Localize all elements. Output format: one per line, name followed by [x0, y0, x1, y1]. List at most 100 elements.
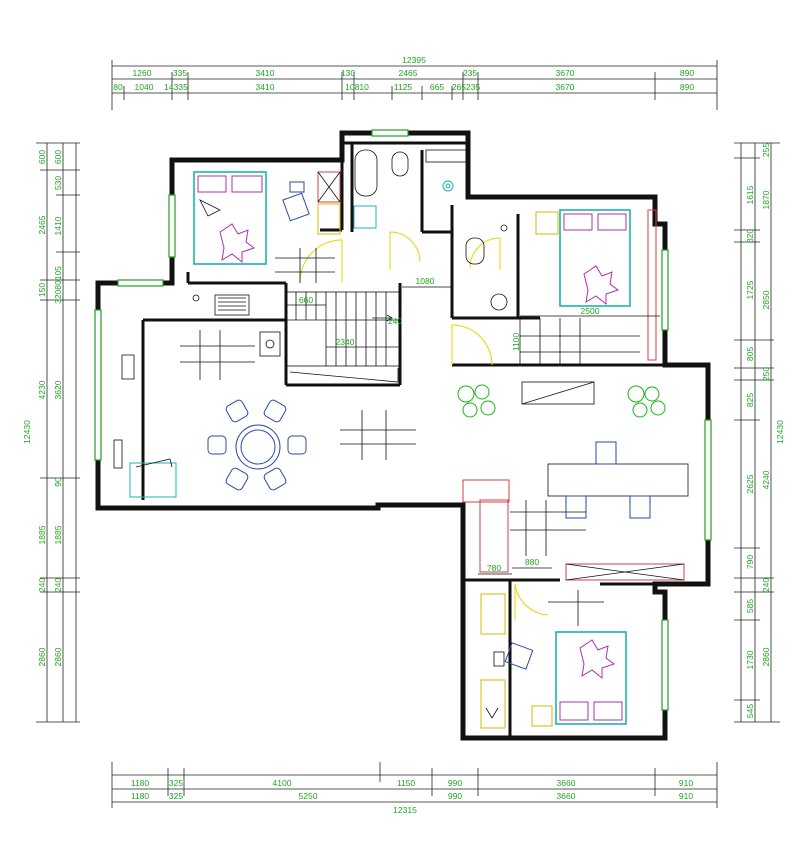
left-dim-4: 4230	[37, 380, 47, 399]
right-dim2-4: 805	[745, 347, 755, 361]
right-dim-4: 250	[761, 367, 771, 381]
chair-icon	[287, 435, 307, 455]
sideboard	[521, 381, 595, 405]
dim-240: 240	[388, 316, 402, 326]
bathtub	[354, 149, 378, 197]
right-dim2-5: 825	[745, 393, 755, 407]
left-dim-1: 600	[37, 150, 47, 164]
tv-cabinet	[129, 462, 177, 498]
windows	[94, 129, 712, 711]
top-row1-labels: 1260 335 3410 130 2465 235 3670 890	[133, 68, 695, 78]
right-row2-labels: 1615 820 1725 805 825 2625 790 585 1730 …	[745, 185, 755, 718]
top-total: 12395	[402, 55, 426, 65]
right-dim2-8: 585	[745, 599, 755, 613]
bottom-dim-4: 1150	[397, 778, 416, 788]
right-dim-6: 240	[761, 578, 771, 592]
top-dim-8: 890	[680, 68, 694, 78]
staircase	[285, 291, 401, 383]
left-dim-2: 2465	[37, 215, 47, 234]
left-dim2-4: 32080105	[53, 266, 63, 304]
right-dim-5: 4240	[761, 470, 771, 489]
left-dim2-6: 90	[53, 477, 63, 487]
door-bedroom3	[514, 583, 549, 620]
chair-icon	[225, 399, 249, 423]
bottom-row1-labels: 1180 325 4100 1150 990 3660 910	[131, 778, 694, 788]
top-dim-3: 3410	[256, 68, 275, 78]
flower-icon	[219, 223, 256, 264]
wardrobe-1	[317, 171, 341, 203]
bed-3	[555, 631, 627, 725]
left-total: 12430	[22, 420, 32, 444]
window-bedroom2	[661, 249, 669, 331]
toilet-2	[465, 237, 485, 265]
dim-1080: 1080	[416, 276, 435, 286]
bedroom-1	[193, 171, 341, 283]
chair-icon	[263, 467, 287, 491]
dim-2340: 2340	[336, 337, 355, 347]
top-dim2-3: 14335	[164, 82, 188, 92]
ceiling-grid-3	[548, 590, 604, 626]
top-dim-2: 335	[173, 68, 187, 78]
door-bedroom2	[451, 324, 493, 366]
left-dim2-2: 530	[53, 176, 63, 190]
top-dim2-2: 1040	[135, 82, 154, 92]
bottom-dim2-6: 910	[679, 791, 693, 801]
wardrobe-2	[647, 209, 657, 361]
right-dim2-1: 1615	[745, 185, 755, 204]
flower-icon	[579, 639, 616, 680]
study-cabinet	[565, 563, 685, 581]
bathroom-1	[353, 149, 467, 229]
top-dimension-lines	[111, 60, 718, 110]
door-bath2	[469, 237, 501, 270]
wardrobe-3	[480, 593, 506, 635]
left-dim2-5: 3620	[53, 380, 63, 399]
top-dim2-6: 1125	[394, 82, 413, 92]
left-dim2-9: 2860	[53, 647, 63, 666]
top-dim-1: 1260	[133, 68, 152, 78]
chair-icon	[263, 399, 287, 423]
bathroom-2	[465, 211, 559, 311]
right-dim2-7: 790	[745, 555, 755, 569]
interior-walls	[141, 133, 665, 738]
right-dim2-2: 820	[745, 229, 755, 243]
right-dimension-lines	[734, 142, 780, 723]
bedroom-3	[480, 590, 627, 729]
bottom-dim-3: 4100	[273, 778, 292, 788]
plant-icon	[457, 384, 666, 418]
left-row1-labels: 600 2465 150 4230 1885 240 2860	[37, 150, 47, 667]
window-living	[94, 309, 102, 461]
right-total: 12430	[775, 420, 785, 444]
bottom-dim-6: 3660	[557, 778, 576, 788]
left-dim-3: 150	[37, 283, 47, 297]
top-dim-4: 130	[341, 68, 355, 78]
chair-icon	[629, 495, 651, 519]
window-bedroom1	[168, 194, 176, 258]
right-dim2-6: 2625	[745, 474, 755, 493]
window-living-top	[117, 279, 164, 287]
bottom-row2-labels: 1180 325 5250 990 3660 910	[131, 791, 694, 801]
interior-dimension-labels: 1080 660 240 2340 2500 1100 780 880	[287, 276, 660, 575]
window-top-bath	[371, 129, 409, 137]
top-row2-labels: 80 1040 14335 3410 10810 1125 665 265235…	[113, 82, 694, 92]
chair-icon	[225, 467, 249, 491]
dim-660: 660	[299, 295, 313, 305]
left-dim-5: 1885	[37, 525, 47, 544]
right-row1-labels: 255 1870 2850 250 4240 240 2860	[761, 143, 771, 667]
bottom-dim-1: 1180	[131, 778, 150, 788]
left-dim-6: 240	[37, 578, 47, 592]
right-dim2-9: 1730	[745, 650, 755, 669]
top-dim2-9: 3670	[556, 82, 575, 92]
bottom-total: 12315	[393, 805, 417, 815]
top-dim2-5: 10810	[345, 82, 369, 92]
kitchen	[192, 294, 281, 357]
ceiling-grid-1	[275, 248, 335, 283]
bottom-dim-5: 990	[448, 778, 462, 788]
right-dim-1: 255	[761, 143, 771, 157]
sink-1	[353, 205, 377, 229]
ceiling-grid-study	[510, 500, 586, 556]
chair-icon	[504, 642, 534, 670]
top-dim2-10: 890	[680, 82, 694, 92]
chair-icon	[565, 495, 587, 519]
right-dim2-10: 545	[745, 704, 755, 718]
